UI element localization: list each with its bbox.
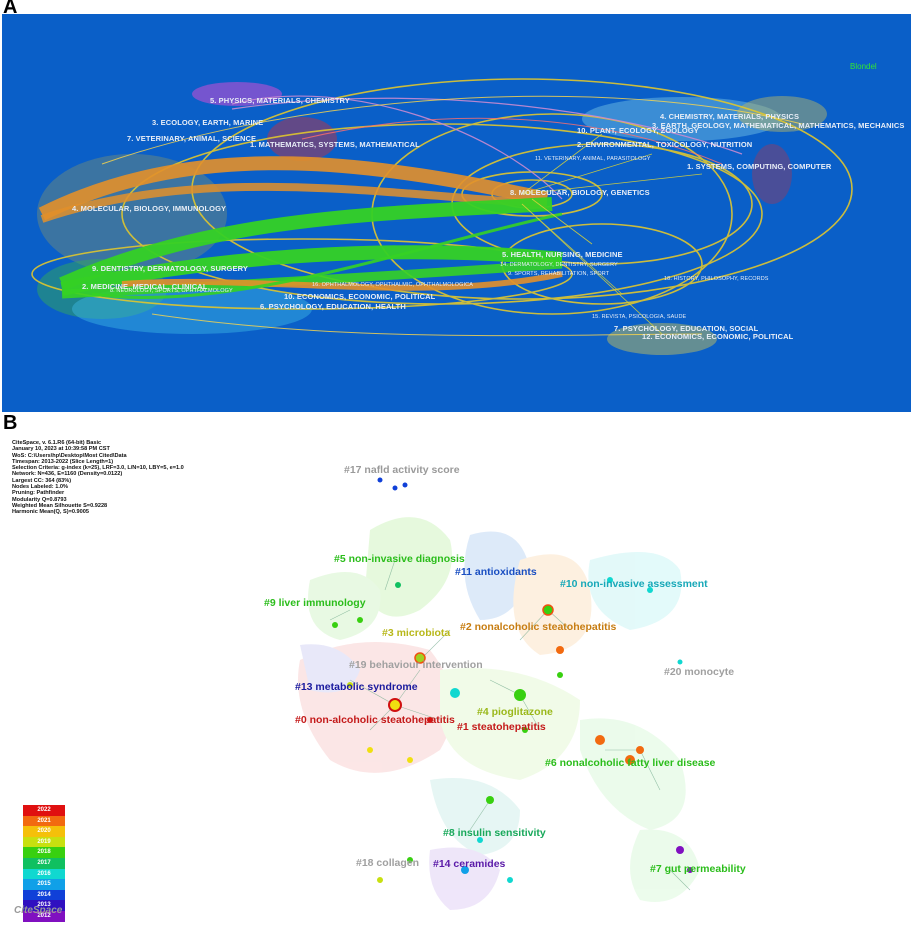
cluster-label: #11 antioxidants xyxy=(455,566,537,578)
left-label: 10. ECONOMICS, ECONOMIC, POLITICAL xyxy=(284,292,436,301)
right-label: 15. REVISTA, PSICOLOGIA, SAUDE xyxy=(592,314,687,320)
left-label: 5. PHYSICS, MATERIALS, CHEMISTRY xyxy=(210,96,350,105)
legend-swatch: 2014 xyxy=(23,889,65,901)
left-label: 4. MOLECULAR, BIOLOGY, IMMUNOLOGY xyxy=(72,204,227,213)
cluster-label: #14 ceramides xyxy=(433,858,506,870)
cluster-label: #6 nonalcoholic fatty liver disease xyxy=(545,757,716,769)
panel-b-letter: B xyxy=(3,412,18,434)
right-label: 2. ENVIRONMENTAL, TOXICOLOGY, NUTRITION xyxy=(577,140,753,149)
right-label: 1. SYSTEMS, COMPUTING, COMPUTER xyxy=(687,162,832,171)
legend-swatch: 2013 xyxy=(23,900,65,911)
network-nodes xyxy=(332,477,693,883)
cluster-label: #20 monocyte xyxy=(664,666,735,678)
metadata-line: WoS: C:\Users\hp\Desktop\Most Cited\Data xyxy=(12,452,127,459)
legend-swatch: 2020 xyxy=(23,826,65,837)
right-label: 12. ECONOMICS, ECONOMIC, POLITICAL xyxy=(642,332,794,341)
right-label: 3. EARTH, GEOLOGY, MATHEMATICAL, MATHEMA… xyxy=(652,121,905,130)
metadata-line: Largest CC: 364 (83%) xyxy=(12,477,72,484)
dual-map-overlay: Blondel 5. PHYSICS, MATERIALS, CHEMISTRY… xyxy=(2,14,911,412)
legend-swatch: 2016 xyxy=(23,868,65,880)
right-label: 7. PSYCHOLOGY, EDUCATION, SOCIAL xyxy=(614,324,759,333)
hub-lines xyxy=(521,133,703,335)
metadata-line: Nodes Labeled: 1.0% xyxy=(12,484,68,491)
metadata-line: CiteSpace, v. 6.1.R6 (64-bit) Basic xyxy=(12,440,102,446)
left-label: 1. MATHEMATICS, SYSTEMS, MATHEMATICAL xyxy=(250,140,420,149)
legend-swatch: 2021 xyxy=(23,815,65,827)
left-label: 8. NEUROLOGY, SPORTS, OPHTHALMOLOGY xyxy=(110,288,233,294)
left-label: 2. MEDICINE, MEDICAL, CLINICAL xyxy=(82,282,208,291)
cluster-label: #5 non-invasive diagnosis xyxy=(334,553,465,565)
metadata-line: Pruning: Pathfinder xyxy=(12,490,65,497)
citespace-metadata: CiteSpace, v. 6.1.R6 (64-bit) Basic Janu… xyxy=(12,440,184,516)
right-label: 18. HISTORY, PHILOSOPHY, RECORDS xyxy=(664,276,769,282)
cluster-label: #19 behaviour intervention xyxy=(349,659,483,671)
metadata-line: Timespan: 2013-2022 (Slice Length=1) xyxy=(12,458,114,465)
right-label: 5. HEALTH, NURSING, MEDICINE xyxy=(502,250,623,259)
cluster-label: #7 gut permeability xyxy=(650,863,746,875)
cluster-label: #9 liver immunology xyxy=(264,597,366,609)
metadata-line: Harmonic Mean(Q, S)=0.9005 xyxy=(12,509,89,516)
cluster-hulls xyxy=(298,517,700,910)
cluster-label: #8 insulin sensitivity xyxy=(443,827,546,839)
right-label: 8. MOLECULAR, BIOLOGY, GENETICS xyxy=(510,188,650,197)
cluster-label: #0 non-alcoholic steatohepatitis xyxy=(295,714,455,726)
left-label: 3. ECOLOGY, EARTH, MARINE xyxy=(152,118,264,127)
legend-swatch: 2018 xyxy=(23,847,65,858)
metadata-line: January 10, 2023 at 10:39:58 PM CST xyxy=(12,446,110,453)
right-journal-cloud xyxy=(582,96,827,355)
cluster-label: #10 non-invasive assessment xyxy=(560,578,708,590)
cluster-label: #18 collagen xyxy=(356,857,420,869)
legend-swatch: 2022 xyxy=(23,805,65,816)
citation-flows xyxy=(38,95,803,337)
left-label: 7. VETERINARY, ANIMAL, SCIENCE xyxy=(127,134,257,143)
legend-swatch: 2012 xyxy=(23,910,65,922)
right-label: 11. VETERINARY, ANIMAL, PARASITOLOGY xyxy=(535,156,651,162)
cluster-label: #4 pioglitazone xyxy=(477,706,553,718)
network-edges xyxy=(329,559,691,891)
left-label: 6. PSYCHOLOGY, EDUCATION, HEALTH xyxy=(260,302,406,311)
legend-swatch: 2015 xyxy=(23,879,65,890)
metadata-line: Selection Criteria: g-index (k=25), LRF=… xyxy=(12,465,184,472)
metadata-line: Network: N=436, E=1160 (Density=0.0122) xyxy=(12,471,123,478)
cluster-label: #3 microbiota xyxy=(382,627,451,639)
cluster-label: #13 metabolic syndrome xyxy=(295,681,418,693)
cluster-label: #17 nafld activity score xyxy=(344,464,460,476)
left-label: 16. OPHTHALMOLOGY, OPHTHALMIC, OPHTHALMO… xyxy=(312,282,473,288)
year-legend: 2022 2021 2020 2019 2018 2017 2016 2015 … xyxy=(23,805,65,922)
citespace-logo: CiteSpace xyxy=(14,905,63,916)
network-graphic xyxy=(298,477,700,910)
right-label: 14. DERMATOLOGY, DENTISTRY, SURGERY xyxy=(500,262,618,268)
right-label: 4. CHEMISTRY, MATERIALS, PHYSICS xyxy=(660,112,800,121)
panel-a-letter: A xyxy=(3,0,18,18)
cluster-label: #2 nonalcoholic steatohepatitis xyxy=(460,621,617,633)
right-label: 10. PLANT, ECOLOGY, ZOOLOGY xyxy=(577,126,699,135)
legend-swatch: 2019 xyxy=(23,836,65,848)
left-label: 9. DENTISTRY, DERMATOLOGY, SURGERY xyxy=(92,264,248,273)
legend-swatch: 2017 xyxy=(23,857,65,869)
metadata-line: Modularity Q=0.8793 xyxy=(12,496,67,503)
dual-map-graphic xyxy=(31,78,853,355)
cluster-network: CiteSpace, v. 6.1.R6 (64-bit) Basic Janu… xyxy=(0,430,913,933)
metadata-line: Weighted Mean Silhouette S=0.9228 xyxy=(12,502,108,509)
algorithm-label: Blondel xyxy=(850,62,877,71)
cluster-label: #1 steatohepatitis xyxy=(457,721,546,733)
right-label: 9. SPORTS, REHABILITATION, SPORT xyxy=(508,271,610,277)
